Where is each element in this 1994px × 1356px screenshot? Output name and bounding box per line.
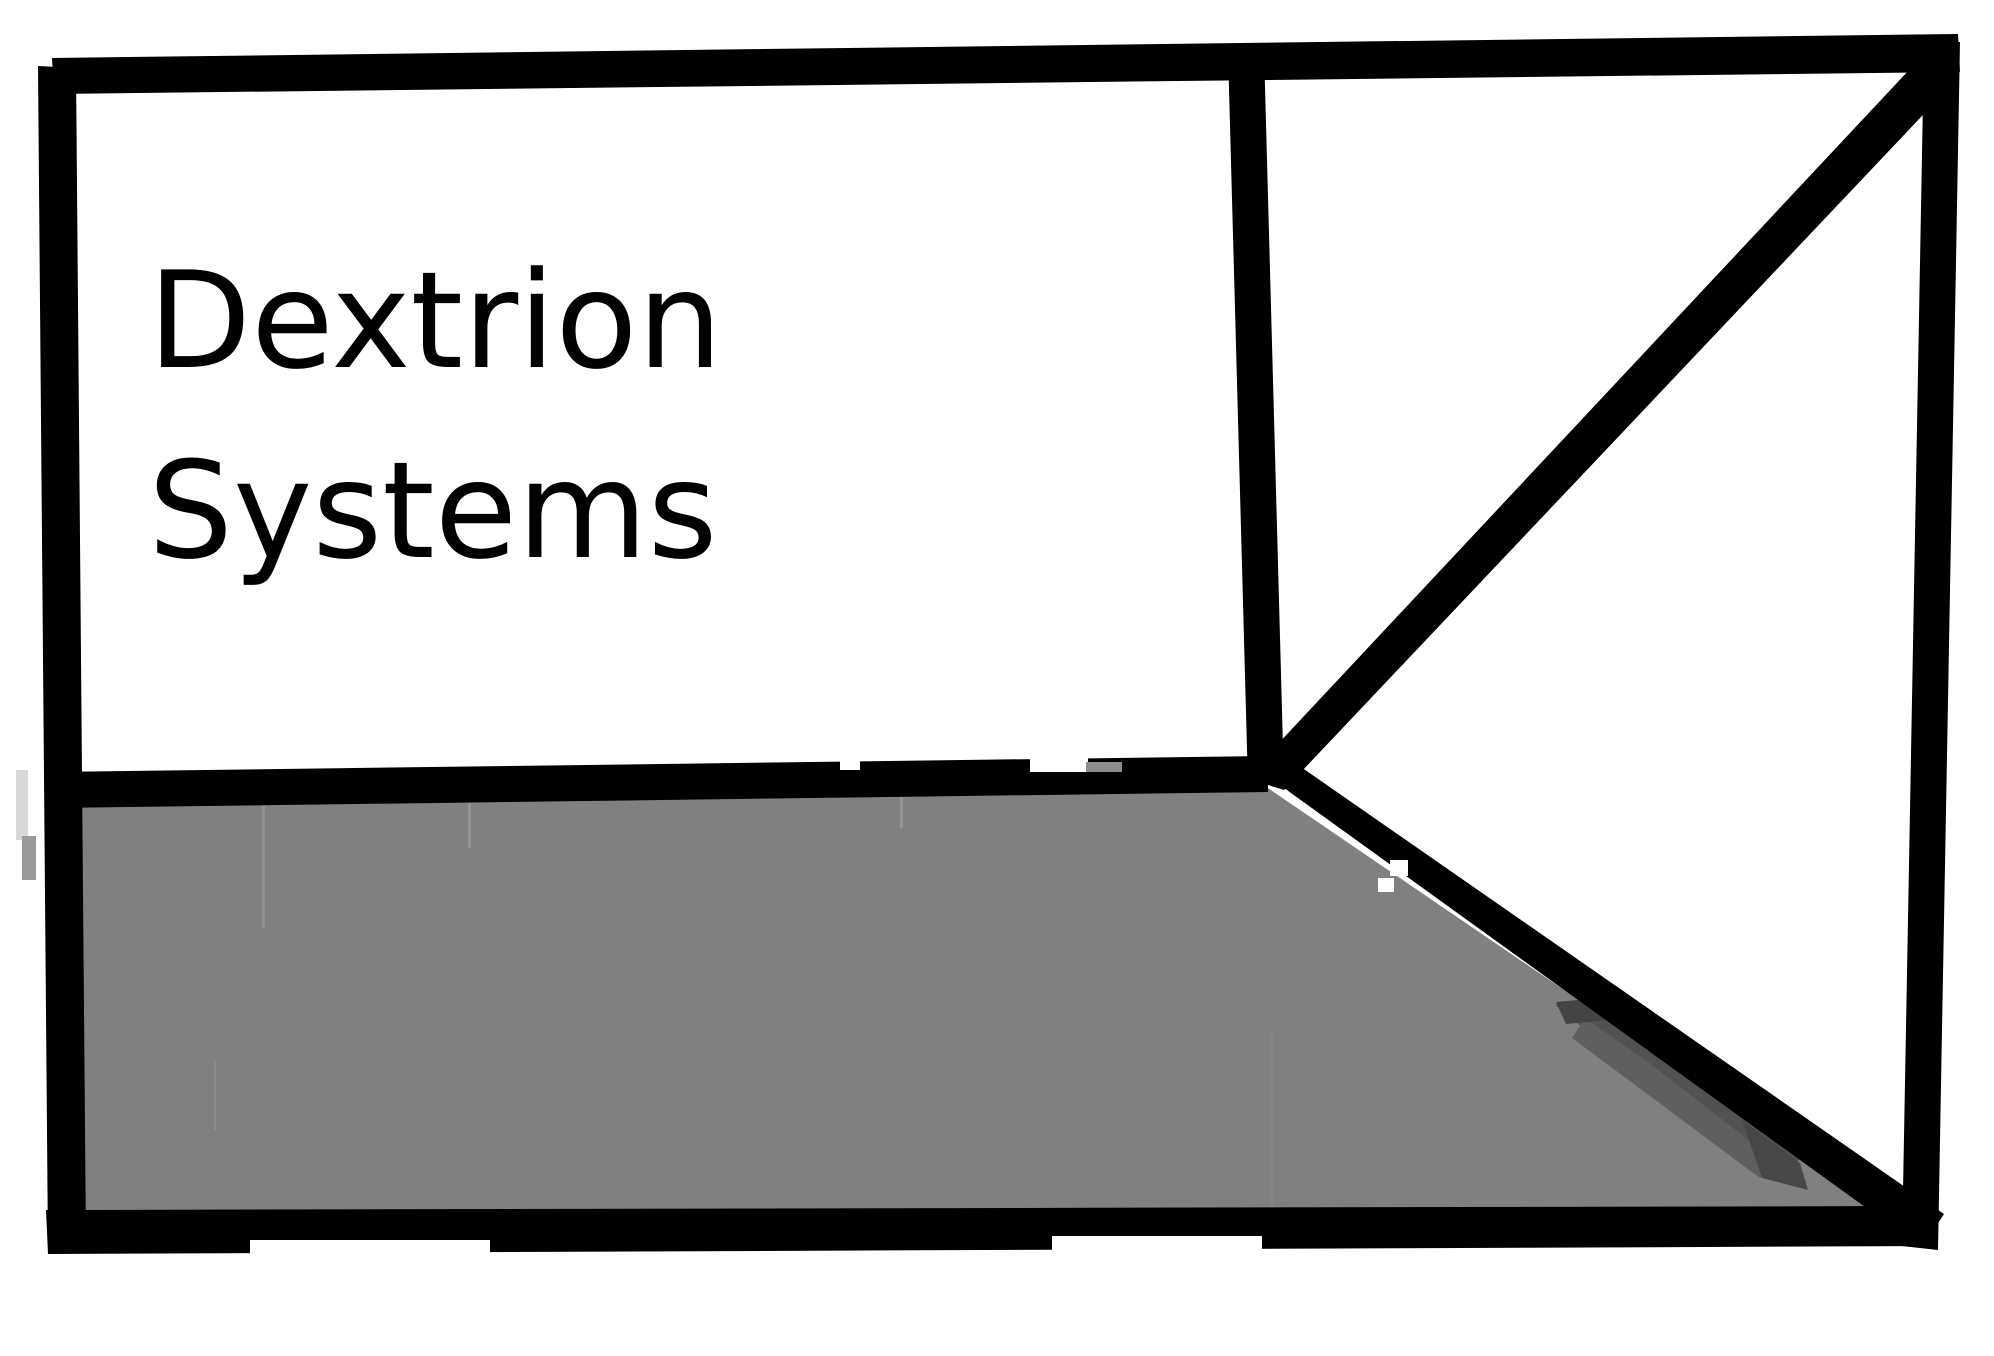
frame-ink-artifacts xyxy=(16,756,1408,1254)
brand-line-2: Systems xyxy=(148,433,718,589)
shaded-region xyxy=(62,784,1922,1238)
smudge-artifact xyxy=(1555,998,1808,1190)
scan-streaks xyxy=(214,792,1273,1210)
brand-line-1: Dextrion xyxy=(148,243,722,399)
frame-right-bar xyxy=(1902,42,1960,1250)
frame-top-bar xyxy=(52,34,1960,94)
lower-diagonal-line xyxy=(1248,758,1944,1248)
horizontal-divider-line xyxy=(52,756,1268,808)
frame-bottom-bar xyxy=(46,1206,1934,1254)
outer-frame xyxy=(38,34,1960,1254)
frame-left-bar xyxy=(38,66,86,1250)
upper-diagonal-line xyxy=(1246,54,1956,790)
vertical-divider-line xyxy=(1228,50,1284,786)
